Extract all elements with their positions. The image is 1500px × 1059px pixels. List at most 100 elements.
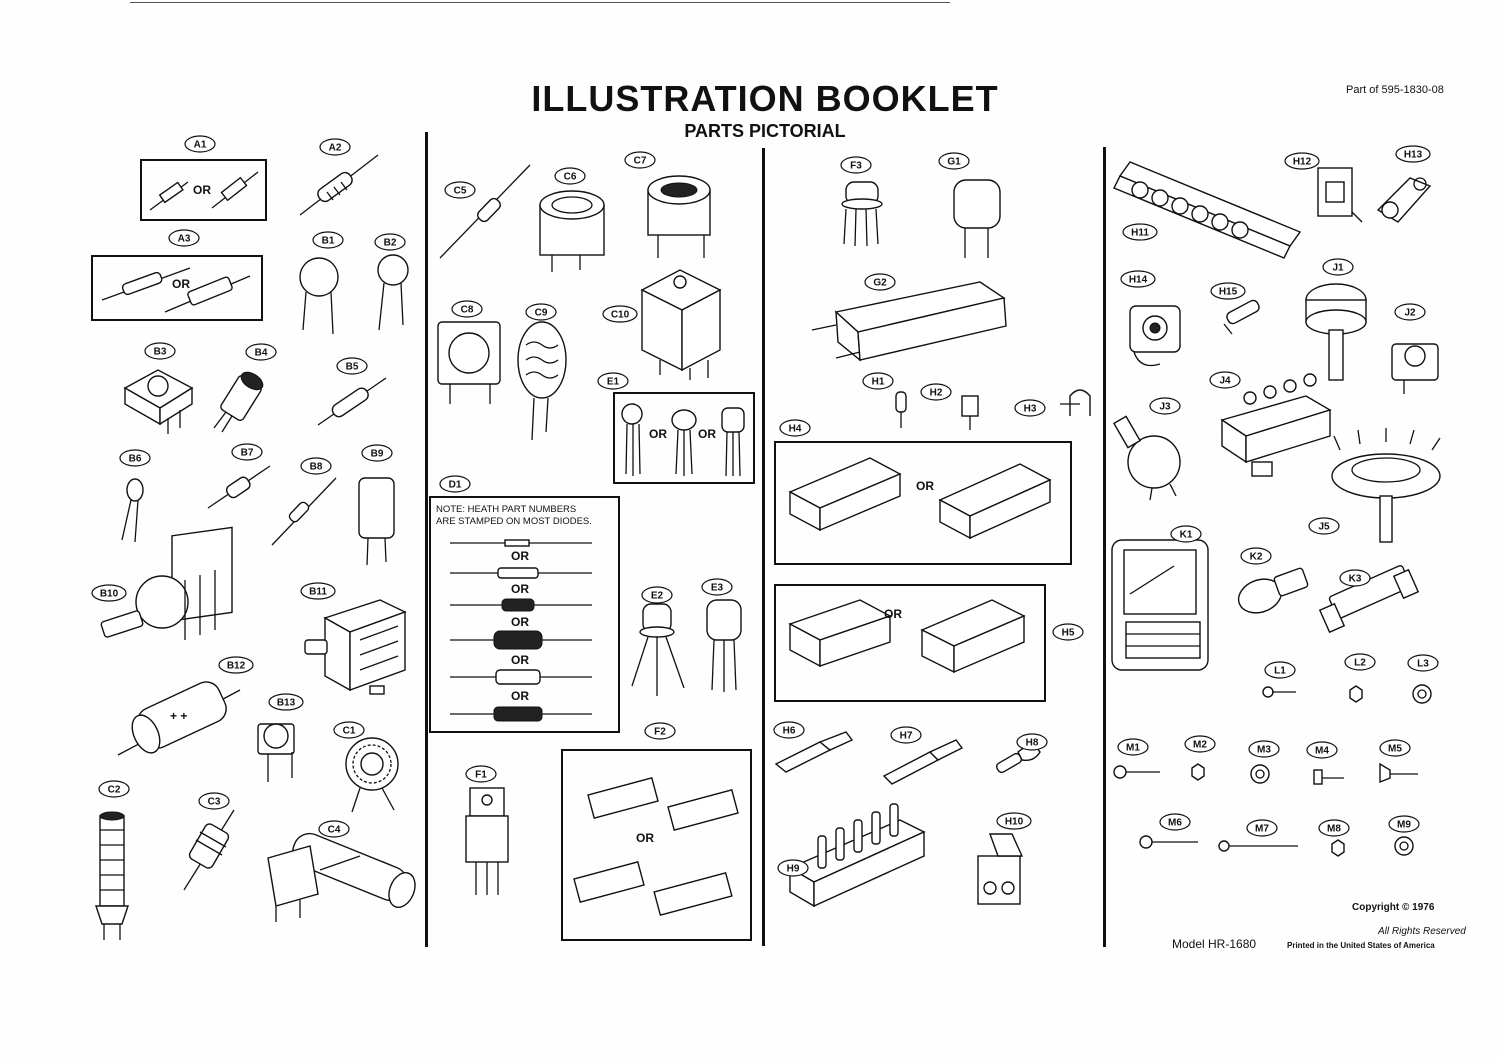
callout-j1: J1 (1322, 258, 1354, 276)
part-c10 (640, 269, 722, 380)
callout-bubble (1322, 258, 1354, 276)
callout-h3: H3 (1014, 399, 1046, 417)
callout-label: M3 (1257, 745, 1271, 756)
callout-bubble (862, 372, 894, 390)
part-b7 (207, 465, 271, 509)
callout-bubble (1379, 739, 1411, 757)
callout-bubble (444, 181, 476, 199)
callout-h2: H2 (920, 383, 952, 401)
callout-j5: J5 (1308, 517, 1340, 535)
part-c9 (517, 321, 567, 441)
part-b11 (304, 599, 407, 695)
callout-label: C10 (611, 310, 630, 321)
callout-label: C5 (454, 186, 467, 197)
callout-bubble (1388, 815, 1420, 833)
callout-label: K3 (1349, 574, 1362, 585)
part-h14 (1129, 305, 1181, 367)
or-label: OR (172, 277, 190, 291)
callout-bubble (1120, 270, 1156, 288)
part-h5: OR (774, 584, 1046, 702)
part-l3 (1412, 684, 1432, 704)
callout-e1: E1 (597, 372, 629, 390)
callout-bubble (938, 152, 970, 170)
callout-label: H11 (1131, 228, 1149, 239)
callout-bubble (231, 443, 263, 461)
callout-label: J2 (1404, 308, 1416, 319)
part-m1 (1113, 765, 1160, 779)
callout-bubble (1159, 813, 1191, 831)
callout-label: H10 (1005, 817, 1024, 828)
part-m6 (1139, 835, 1198, 849)
callout-h7: H7 (890, 726, 922, 744)
part-m8 (1331, 839, 1345, 857)
callout-e2: E2 (641, 586, 673, 604)
callout-bubble (701, 578, 733, 596)
callout-label: B4 (255, 348, 268, 359)
callout-h12: H12 (1284, 152, 1320, 170)
callout-b9: B9 (361, 444, 393, 462)
callout-c9: C9 (525, 303, 557, 321)
svg-text:+ +: + + (170, 709, 187, 723)
or-label: OR (511, 615, 529, 629)
callout-f3: F3 (840, 156, 872, 174)
part-m7 (1218, 840, 1298, 852)
column-divider-3 (1103, 147, 1106, 947)
callout-c10: C10 (602, 305, 638, 323)
callout-c1: C1 (333, 721, 365, 739)
callout-label: C2 (108, 785, 121, 796)
callout-label: B10 (100, 589, 119, 600)
callout-b7: B7 (231, 443, 263, 461)
part-c6 (539, 190, 605, 272)
callout-bubble (624, 151, 656, 169)
part-e2 (631, 603, 685, 696)
callout-b12: B12 (218, 656, 254, 674)
part-l1 (1262, 686, 1296, 698)
callout-label: B7 (241, 448, 254, 459)
callout-bubble (602, 305, 638, 323)
callout-label: B8 (310, 462, 323, 473)
callout-bubble (439, 475, 471, 493)
part-a2 (299, 154, 379, 216)
callout-bubble (1014, 399, 1046, 417)
part-c8 (437, 321, 501, 404)
rights-notice: All Rights Reserved (1378, 926, 1466, 937)
callout-bubble (198, 792, 230, 810)
callout-bubble (1016, 733, 1048, 751)
callout-label: K2 (1250, 552, 1263, 563)
callout-a1: A1 (184, 135, 216, 153)
diode-note-line-1: NOTE: HEATH PART NUMBERS (436, 504, 576, 515)
part-d1: NOTE: HEATH PART NUMBERS ARE STAMPED ON … (429, 496, 620, 733)
callout-label: L2 (1354, 658, 1366, 669)
or-label: OR (698, 427, 716, 441)
callout-g2: G2 (864, 273, 896, 291)
part-f3 (841, 181, 883, 247)
callout-m6: M6 (1159, 813, 1191, 831)
part-e1: OR OR (613, 392, 755, 484)
callout-f2: F2 (644, 722, 676, 740)
callout-b13: B13 (268, 693, 304, 711)
callout-j2: J2 (1394, 303, 1426, 321)
callout-label: H6 (783, 726, 796, 737)
part-k1 (1111, 539, 1209, 671)
part-g2 (811, 281, 1007, 362)
callout-h11: H11 (1122, 223, 1158, 241)
callout-bubble (840, 156, 872, 174)
or-label: OR (511, 653, 529, 667)
callout-bubble (597, 372, 629, 390)
callout-b6: B6 (119, 449, 151, 467)
callout-bubble (319, 138, 351, 156)
callout-label: C9 (535, 308, 548, 319)
callout-h1: H1 (862, 372, 894, 390)
callout-bubble (168, 229, 200, 247)
callout-h8: H8 (1016, 733, 1048, 751)
part-number: Part of 595-1830-08 (1346, 84, 1444, 96)
callout-bubble (1248, 740, 1280, 758)
copyright-notice: Copyright © 1976 (1352, 902, 1435, 913)
callout-label: B9 (371, 449, 384, 460)
callout-label: B12 (227, 661, 246, 672)
callout-bubble (144, 342, 176, 360)
part-b12: + + (117, 681, 241, 756)
part-h9 (788, 803, 926, 908)
